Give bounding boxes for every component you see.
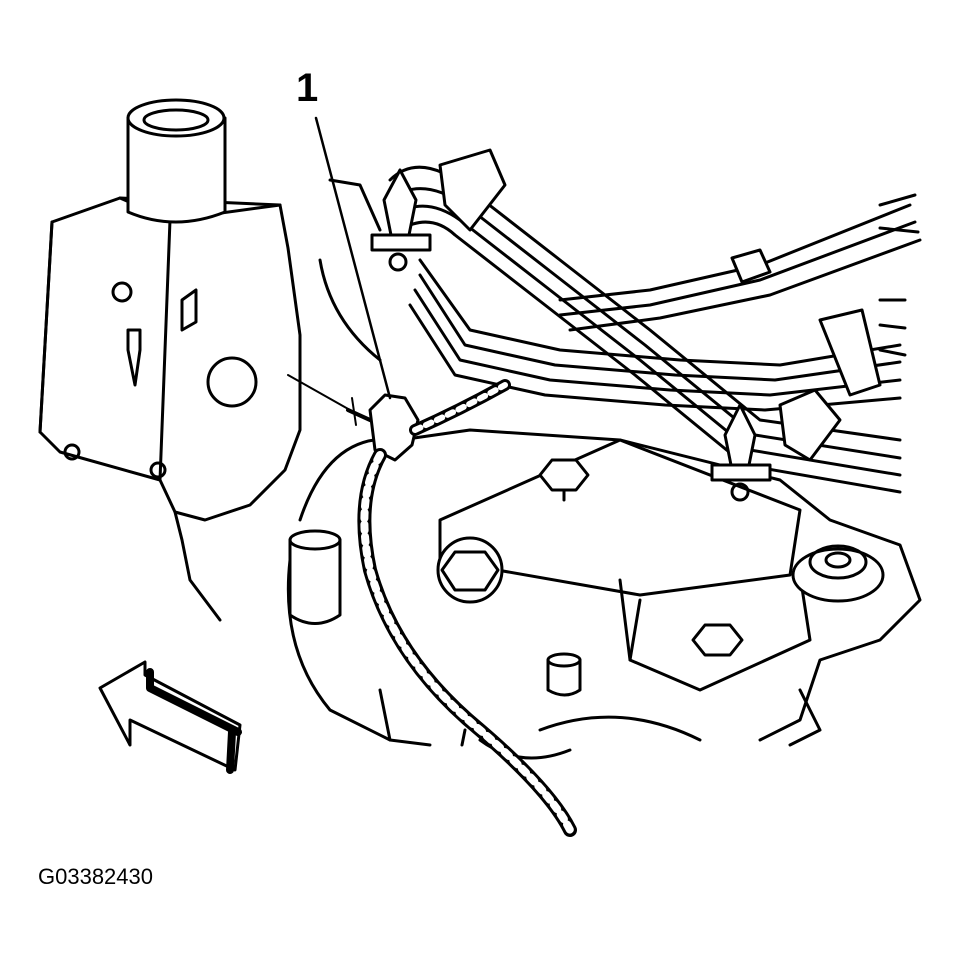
bolt (436, 536, 504, 604)
harness-clip (710, 403, 772, 502)
front-arrow-icon (98, 660, 242, 774)
bolt (538, 458, 590, 502)
figure-id: G03382430 (38, 864, 153, 889)
sensor-wire (357, 379, 577, 837)
grommet (791, 544, 885, 603)
callout-number: 1 (296, 66, 319, 110)
support-plate (438, 438, 812, 692)
callout-leader (314, 116, 392, 400)
harness-clip (370, 168, 432, 272)
connector (438, 148, 882, 462)
cylinder-cap (288, 529, 342, 625)
stud (546, 652, 582, 697)
bolt (691, 623, 744, 657)
wire-ends (878, 193, 920, 357)
mounting-bracket (38, 98, 302, 622)
